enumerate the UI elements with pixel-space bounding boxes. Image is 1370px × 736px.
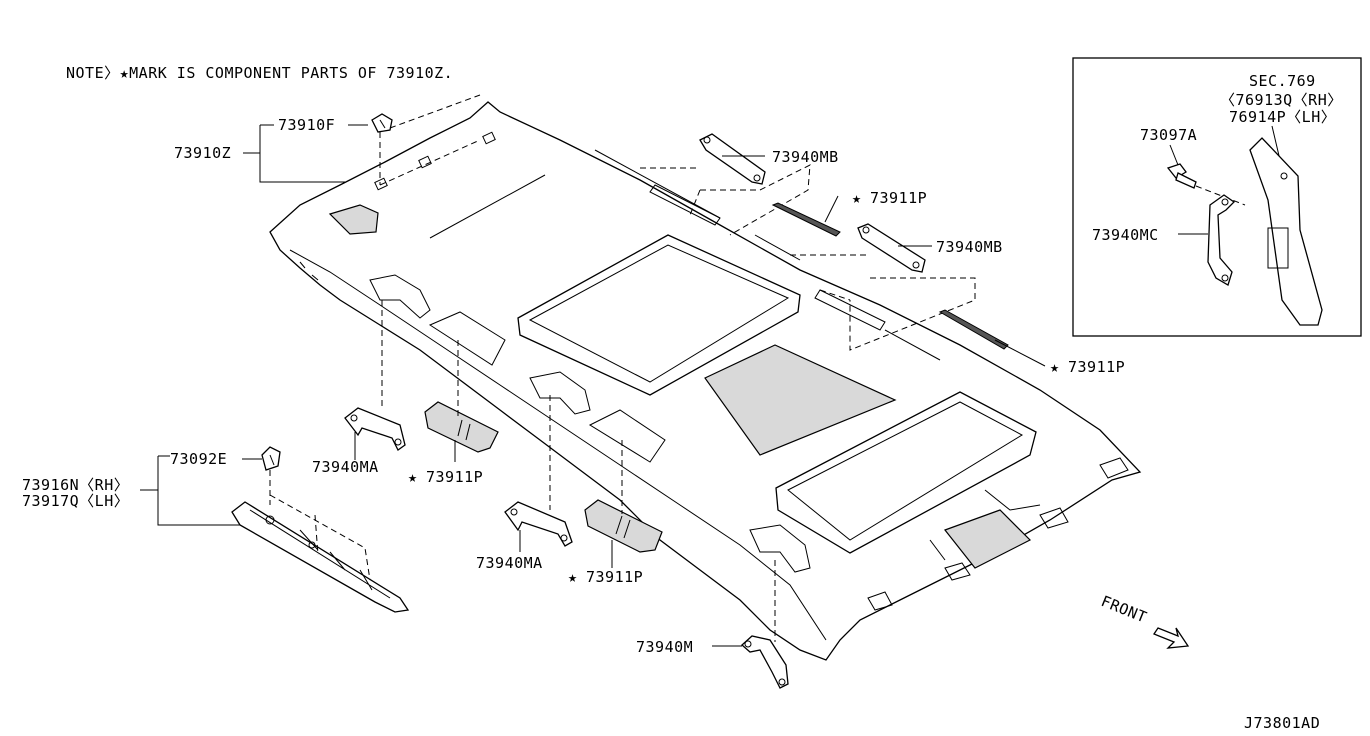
console-73916N-icon bbox=[231, 501, 410, 613]
label-73940M: 73940M bbox=[636, 638, 693, 656]
clip-strip-73911P-upper-icon bbox=[771, 202, 841, 237]
star-mark-1: ★ bbox=[852, 189, 862, 207]
label-73940MB-mid: 73940MB bbox=[936, 238, 1003, 256]
diagram-code: J73801AD bbox=[1244, 714, 1320, 732]
assist-grip-73940MB-top-icon bbox=[699, 133, 766, 185]
clip-73910F-icon bbox=[371, 113, 393, 133]
label-73940MC: 73940MC bbox=[1092, 226, 1159, 244]
note-text: NOTE〉★MARK IS COMPONENT PARTS OF 73910Z. bbox=[66, 64, 453, 82]
assist-grip-73940M-icon bbox=[741, 635, 789, 689]
pillar-trim-76913Q-icon bbox=[1249, 137, 1323, 326]
label-73092E: 73092E bbox=[170, 450, 227, 468]
label-73911P-mid: 73911P bbox=[586, 568, 643, 586]
sun-visor-73911P-mid-icon bbox=[584, 499, 663, 553]
headliner-73910Z bbox=[269, 101, 1142, 661]
front-label: FRONT bbox=[1099, 592, 1150, 627]
clip-strip-73911P-right-icon bbox=[938, 309, 1009, 350]
label-73940MA-left: 73940MA bbox=[312, 458, 379, 476]
label-73917Q: 73917Q〈LH〉 bbox=[22, 492, 129, 510]
front-direction-indicator: FRONT bbox=[1099, 592, 1190, 649]
inset-box: SEC.769 〈76913Q〈RH〉 76914P〈LH〉 73097A 73… bbox=[1072, 57, 1362, 337]
assist-grip-73940MC-icon bbox=[1207, 194, 1236, 286]
star-mark-3: ★ bbox=[408, 468, 418, 486]
sun-visor-73911P-left-icon bbox=[424, 401, 499, 453]
label-73940MB-top: 73940MB bbox=[772, 148, 839, 166]
assist-grip-73940MA-left-icon bbox=[344, 407, 406, 451]
star-mark-2: ★ bbox=[1050, 358, 1060, 376]
label-73910F: 73910F bbox=[278, 116, 335, 134]
label-73911P-right: 73911P bbox=[1068, 358, 1125, 376]
label-73916N: 73916N〈RH〉 bbox=[22, 476, 129, 494]
assist-grip-73940MB-mid-icon bbox=[857, 223, 926, 273]
inset-ref-rh: 〈76913Q〈RH〉 bbox=[1220, 91, 1343, 109]
inset-ref-lh: 76914P〈LH〉 bbox=[1229, 108, 1336, 126]
bolt-73097A-icon bbox=[1166, 163, 1197, 189]
label-73911P-upper: 73911P bbox=[870, 189, 927, 207]
clip-73092E-icon bbox=[261, 446, 281, 471]
assist-grip-73940MA-mid-icon bbox=[504, 501, 573, 547]
label-73910Z: 73910Z bbox=[174, 144, 231, 162]
label-73911P-left: 73911P bbox=[426, 468, 483, 486]
inset-sec-label: SEC.769 bbox=[1249, 72, 1316, 90]
label-73097A: 73097A bbox=[1140, 126, 1197, 144]
label-73940MA-mid: 73940MA bbox=[476, 554, 543, 572]
star-mark-4: ★ bbox=[568, 568, 578, 586]
